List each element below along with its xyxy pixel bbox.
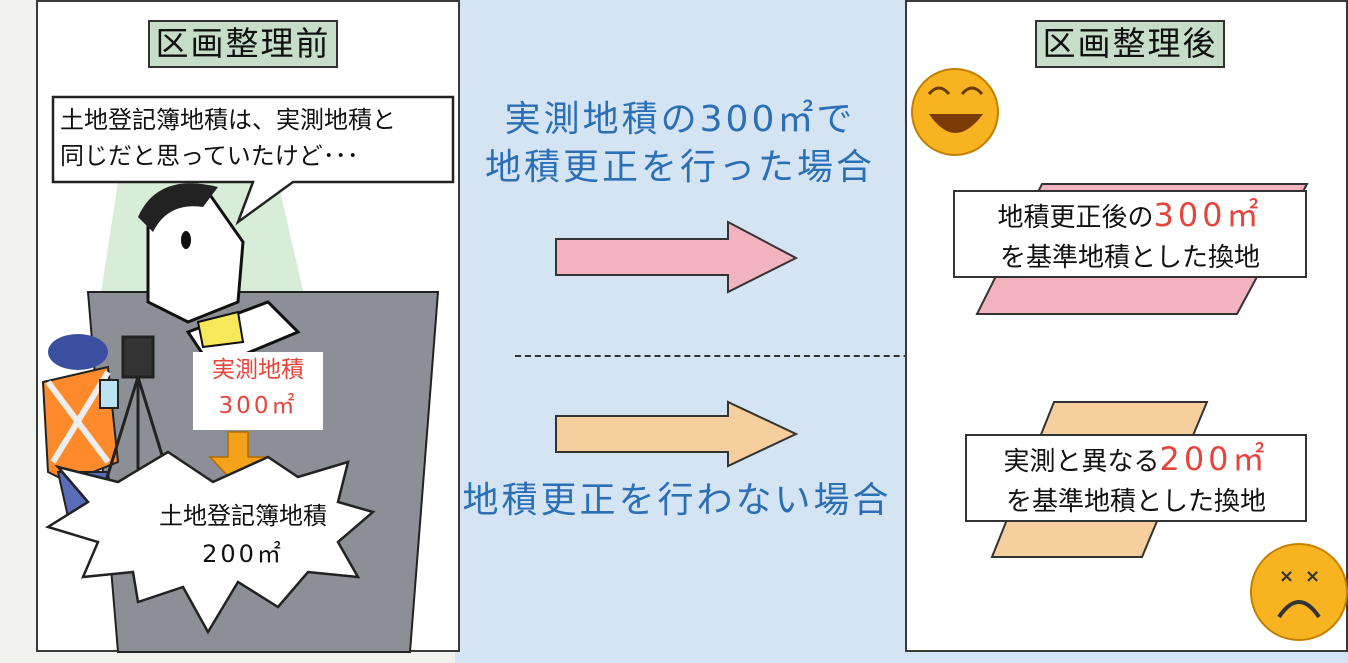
before-title: 区画整理前 (148, 20, 338, 68)
before-panel: 区画整理前 土地登記簿地積は、実測地積と 同じだと思っていたけど･･･ 実測地積… (36, 0, 460, 653)
after-box-2-prefix: 実測と異なる (1003, 447, 1160, 477)
case1-line-2: 地積更正を行った場合 (484, 147, 875, 188)
after-box-2-value: 200㎡ (1159, 440, 1269, 478)
case1-text: 実測地積の300㎡で 地積更正を行った場合 (470, 96, 890, 192)
after-title: 区画整理後 (1035, 20, 1225, 68)
after-panel: × × 区画整理後 地積更正後の300㎡ を基準地積とした換地 実測と異なる20… (905, 0, 1348, 652)
speech-line-2: 同じだと思っていたけど･･･ (60, 142, 359, 170)
after-box-1-value: 300㎡ (1153, 196, 1263, 234)
survey-area-value: 300㎡ (218, 393, 298, 419)
registry-area-value: 200㎡ (202, 540, 284, 568)
after-box-1-line-2: を基準地積とした換地 (999, 243, 1260, 273)
svg-text:×: × (1305, 566, 1320, 587)
sad-face-icon: × × (1250, 543, 1348, 641)
after-box-1: 地積更正後の300㎡ を基準地積とした換地 (953, 190, 1307, 278)
survey-area-box: 実測地積 300㎡ (193, 352, 323, 430)
speech-line-1: 土地登記簿地積は、実測地積と (60, 106, 396, 134)
after-box-2: 実測と異なる200㎡ を基準地積とした換地 (965, 434, 1307, 522)
after-box-2-line-2: を基準地積とした換地 (1005, 487, 1266, 517)
speech-bubble (51, 95, 455, 226)
registry-area-text: 土地登記簿地積 200㎡ (128, 497, 358, 573)
after-box-2-line-1: 実測と異なる200㎡ (967, 439, 1305, 482)
case2-text: 地積更正を行わない場合 (462, 480, 892, 521)
after-illustration: × × (911, 68, 1348, 641)
survey-area-label: 実測地積 (212, 357, 304, 383)
before-illustration (41, 95, 455, 653)
peach-arrow (555, 400, 799, 468)
after-box-1-line-1: 地積更正後の300㎡ (955, 195, 1305, 238)
case1-line-1: 実測地積の300㎡で (504, 99, 856, 140)
speech-text: 土地登記簿地積は、実測地積と 同じだと思っていたけど･･･ (60, 102, 450, 174)
svg-text:×: × (1279, 566, 1294, 587)
pink-arrow (555, 220, 799, 294)
starburst (44, 450, 376, 635)
man-figure (138, 183, 301, 364)
happy-face-icon (911, 68, 999, 156)
after-box-1-prefix: 地積更正後の (997, 203, 1154, 233)
registry-area-label: 土地登記簿地積 (159, 502, 327, 530)
